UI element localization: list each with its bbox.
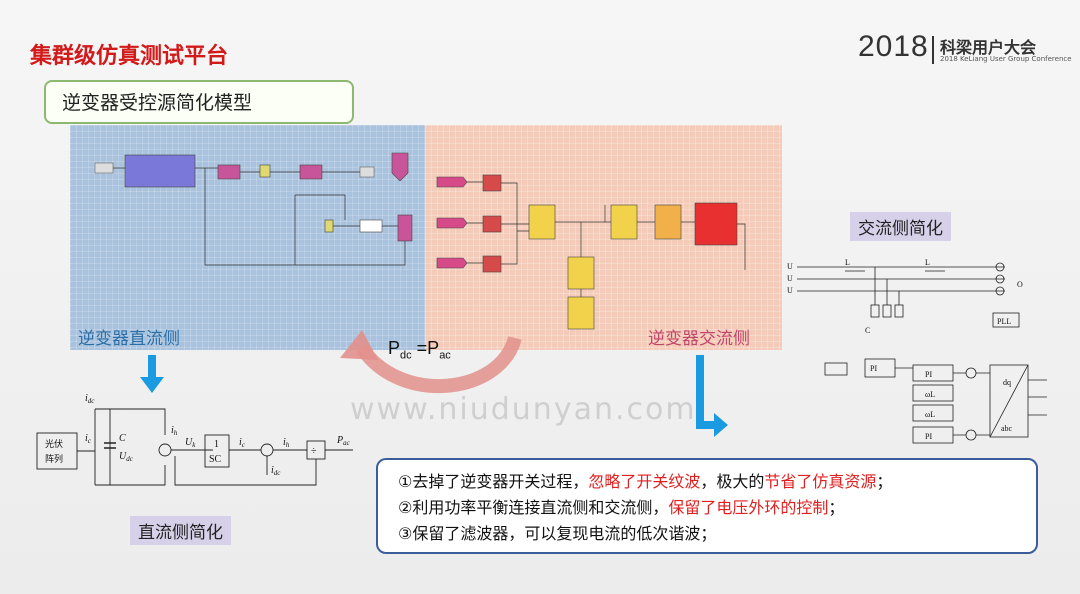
- pi-controller-label: PI: [870, 364, 877, 373]
- note-text: ，极大的: [700, 472, 765, 491]
- svg-text:ih: ih: [283, 437, 290, 449]
- ic-sub: c: [88, 437, 92, 445]
- ac-side-label: 逆变器交流侧: [648, 329, 750, 349]
- idc2-sub: dc: [274, 469, 282, 477]
- power-balance-equation: Pdc =Pac: [388, 338, 451, 362]
- ac-source-label: U: [787, 286, 793, 295]
- svg-text:ic: ic: [85, 433, 92, 445]
- wl-label: ωL: [925, 410, 935, 419]
- ih-sub: h: [174, 429, 178, 437]
- pll-label: PLL: [997, 317, 1011, 326]
- ic2-sub: c: [242, 441, 246, 449]
- dc-simplified-label: 直流侧简化: [130, 516, 231, 545]
- ih2-sub: h: [286, 441, 290, 449]
- udc-sub: dc: [126, 455, 134, 463]
- ic2-label: i: [239, 437, 242, 448]
- uk-label: U: [185, 437, 193, 448]
- dc-circuit-diagram: 光伏 阵列 idc ic C Udc ih Uk 1 SC ic ih ÷ Pa…: [36, 393, 353, 486]
- note-highlight: 保留了电压外环的控制: [668, 498, 829, 517]
- idc-sub: dc: [88, 397, 96, 405]
- eq-equals: =P: [416, 338, 440, 358]
- note-highlight: 忽略了开关纹波: [588, 472, 701, 491]
- pi-controller-label: PI: [925, 370, 932, 379]
- dc-model-panel: [70, 125, 425, 350]
- notes-box: [376, 458, 1038, 554]
- capacitor-c-label: C: [119, 433, 126, 444]
- ih2-label: i: [283, 437, 286, 448]
- note-text: ；: [876, 472, 893, 491]
- idc-label: i: [85, 393, 88, 404]
- brand-subtitle: 2018 KeLiang User Group Conference: [940, 55, 1072, 63]
- note-text: ；: [828, 498, 845, 517]
- idc2-label: i: [271, 465, 274, 476]
- dc-model-diagram: [94, 152, 413, 266]
- svg-text:ic: ic: [239, 437, 246, 449]
- ac-simplified-label: 交流侧简化: [850, 212, 951, 241]
- eq-ac: ac: [439, 349, 451, 362]
- ac-circuit-diagram: U U U L L C O PI PI ωL ωL PI dq abc PLL: [787, 258, 1047, 444]
- udc-label: U: [119, 451, 127, 462]
- note-2: ②利用功率平衡连接直流侧和交流侧，保留了电压外环的控制；: [398, 494, 844, 518]
- subtitle-box: [44, 80, 354, 124]
- dc-side-label: 逆变器直流侧: [78, 329, 180, 349]
- dq-label: dq: [1003, 378, 1011, 387]
- brand-separator: [932, 36, 934, 64]
- watermark: www.niudunyan.com: [350, 392, 697, 427]
- pv-array-label: 阵列: [45, 453, 63, 465]
- down-arrow-icon: [140, 355, 164, 393]
- wl-label: ωL: [925, 390, 935, 399]
- ac-source-label: U: [787, 274, 793, 283]
- note-1: ①去掉了逆变器开关过程，忽略了开关纹波，极大的节省了仿真资源；: [398, 468, 892, 492]
- svg-text:Udc: Udc: [119, 451, 134, 463]
- ic-label: i: [85, 433, 88, 444]
- integrator-numerator: 1: [214, 439, 219, 450]
- svg-text:Pac: Pac: [336, 435, 351, 447]
- power-balance-arrow-icon: [340, 330, 522, 394]
- ih-label: i: [171, 425, 174, 436]
- abc-label: abc: [1001, 424, 1013, 433]
- note-highlight: 节省了仿真资源: [764, 472, 877, 491]
- brand-name: 科梁用户大会: [940, 38, 1037, 57]
- note-text: ①去掉了逆变器开关过程，: [398, 472, 589, 491]
- note-text: ②利用功率平衡连接直流侧和交流侧，: [398, 498, 669, 517]
- pac-label: P: [336, 435, 343, 446]
- corner-arrow-icon: [696, 355, 728, 437]
- capacitor-label: C: [865, 326, 870, 335]
- inductor-l2-label: L: [925, 258, 930, 267]
- brand-year: 2018: [858, 30, 929, 63]
- pv-array-label: 光伏: [45, 438, 63, 450]
- pac-sub: ac: [343, 439, 351, 447]
- neutral-label: O: [1017, 280, 1023, 289]
- inductor-l1-label: L: [845, 258, 850, 267]
- pi-controller-label: PI: [925, 432, 932, 441]
- svg-text:idc: idc: [85, 393, 95, 405]
- eq-dc: dc: [400, 349, 412, 362]
- divider-label: ÷: [311, 446, 317, 457]
- uk-sub: k: [192, 441, 196, 449]
- integrator-denominator: SC: [209, 454, 222, 465]
- page-title: 集群级仿真测试平台: [30, 44, 229, 69]
- note-3: ③保留了滤波器，可以复现电流的低次谐波；: [398, 520, 716, 544]
- svg-text:idc: idc: [271, 465, 281, 477]
- ac-model-diagram: [436, 174, 746, 330]
- svg-text:ih: ih: [171, 425, 178, 437]
- note-text: ③保留了滤波器，可以复现电流的低次谐波；: [398, 524, 717, 543]
- svg-text:Uk: Uk: [185, 437, 196, 449]
- ac-model-panel: [425, 125, 782, 350]
- subtitle: 逆变器受控源简化模型: [62, 92, 253, 114]
- eq-p: P: [388, 338, 401, 358]
- ac-source-label: U: [787, 262, 793, 271]
